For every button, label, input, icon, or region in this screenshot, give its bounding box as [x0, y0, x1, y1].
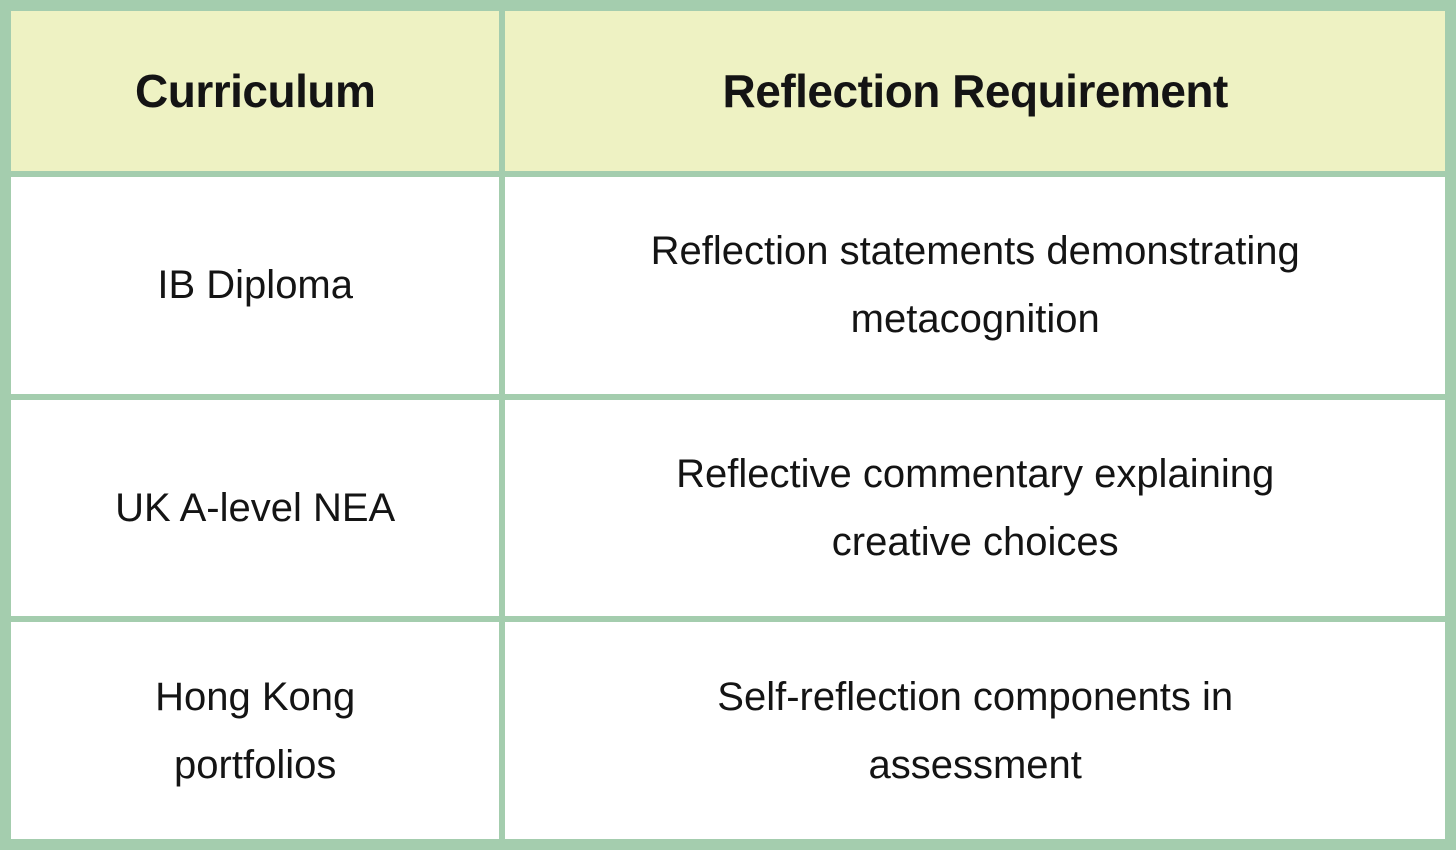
curriculum-reflection-table: Curriculum Reflection Requirement IB Dip…: [5, 5, 1451, 845]
cell-curriculum-uk-a-level-nea: UK A-level NEA: [11, 399, 500, 617]
table-row: UK A-level NEA Reflective commentary exp…: [11, 399, 1445, 617]
cell-requirement-hong-kong-portfolios: Self-reflection components in assessment: [505, 622, 1445, 839]
cell-curriculum-hong-kong-portfolios: Hong Kong portfolios: [11, 622, 500, 839]
table-row: Hong Kong portfolios Self-reflection com…: [11, 622, 1445, 839]
table-row: IB Diploma Reflection statements demonst…: [11, 177, 1445, 394]
column-header-reflection-requirement: Reflection Requirement: [505, 11, 1445, 171]
header-row: Curriculum Reflection Requirement: [11, 11, 1445, 171]
column-header-curriculum: Curriculum: [11, 11, 500, 171]
cell-curriculum-ib-diploma: IB Diploma: [11, 177, 500, 394]
cell-requirement-ib-diploma: Reflection statements demonstrating meta…: [505, 177, 1445, 394]
cell-requirement-uk-a-level-nea: Reflective commentary explaining creativ…: [505, 399, 1445, 617]
